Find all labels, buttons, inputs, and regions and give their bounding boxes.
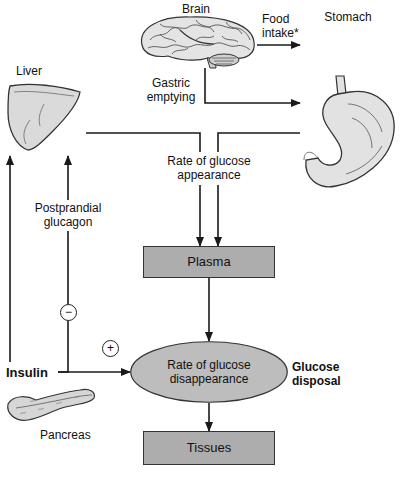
brain-cerebellum — [209, 54, 239, 66]
inhibition-sign: − — [60, 304, 77, 321]
process-ellipse: Rate of glucose disappearance — [130, 341, 288, 403]
ellipse-shape — [131, 342, 288, 403]
flow-arrow — [257, 44, 300, 46]
stomach-rugae — [304, 104, 382, 174]
cerebellum-folds — [212, 58, 236, 64]
edge-label: Food intake* — [262, 12, 308, 41]
node-text: Rate of glucose disappearance — [153, 358, 265, 387]
brain-illustration — [142, 17, 255, 68]
brain-cerebrum — [142, 17, 255, 62]
pancreas-lobules — [20, 396, 80, 414]
flow-arrow — [208, 403, 210, 431]
brain-sulcus — [180, 30, 214, 44]
node-text: Pancreas — [40, 428, 91, 442]
edge-label: Postprandial glucagon — [26, 200, 110, 231]
node-text: Brain — [135, 2, 257, 16]
flow-arrow — [9, 156, 11, 362]
process-box: Plasma — [143, 246, 275, 278]
pancreas-illustration — [8, 389, 95, 420]
liver-illustration — [8, 84, 80, 150]
flow-arrow — [218, 133, 300, 246]
edge-label: Gastric emptying — [140, 76, 202, 105]
pancreas-outline — [8, 389, 95, 420]
liver-shading — [14, 91, 74, 144]
pancreas-node: InsulinPancreas — [4, 362, 58, 444]
process-box: Tissues — [143, 431, 275, 465]
flow-arrow — [58, 156, 68, 372]
liver-node: Liver — [4, 64, 86, 156]
node-text: Tissues — [187, 440, 231, 456]
stomach-node: Stomach — [300, 6, 396, 190]
flow-arrow — [208, 278, 210, 341]
node-text: Stomach — [300, 10, 396, 24]
brain-gyri — [148, 20, 250, 54]
pancreatic-duct — [16, 395, 92, 408]
stomach-illustration — [304, 76, 394, 187]
node-text: Insulin — [6, 365, 48, 381]
flow-arrow — [205, 68, 300, 103]
node-text: Plasma — [187, 254, 230, 270]
flow-label: Rate of glucose appearance — [150, 152, 268, 185]
node-text: Liver — [16, 64, 42, 78]
process-label: Glucose disposal — [292, 360, 362, 389]
brain-node: Brain — [135, 2, 257, 68]
stimulation-sign: + — [102, 340, 119, 357]
liver-outline — [8, 84, 80, 150]
